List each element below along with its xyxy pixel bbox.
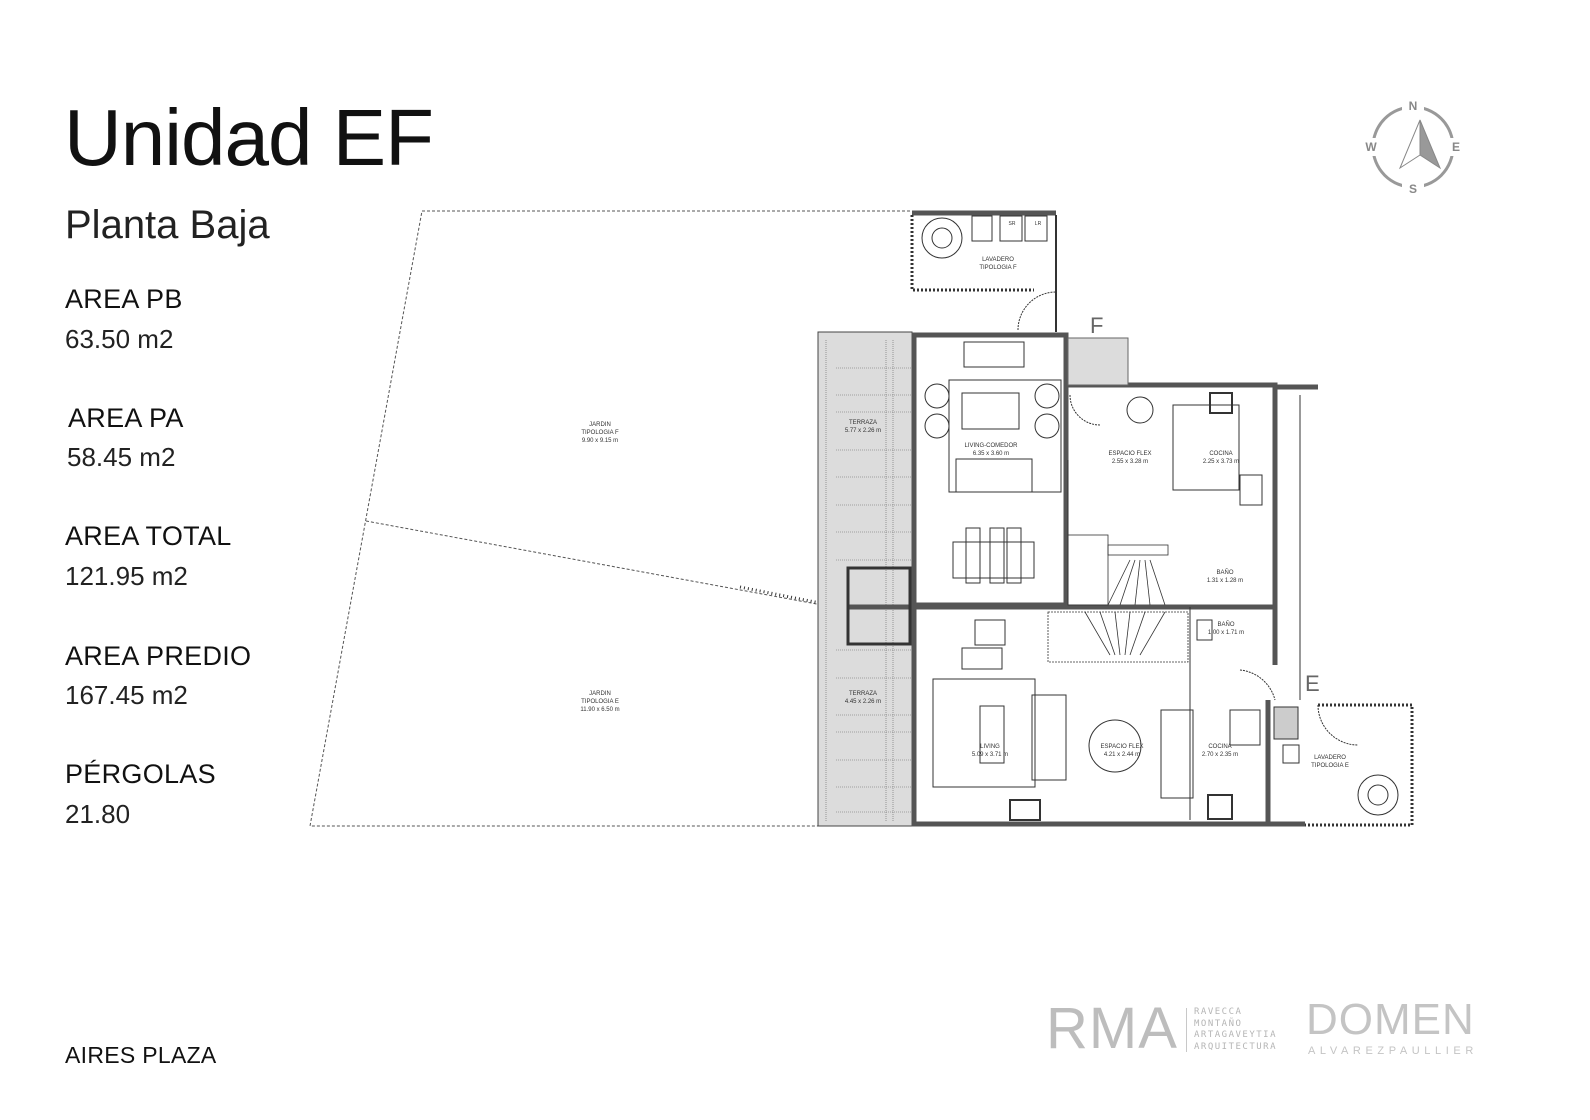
living-e-size: 5.09 x 3.71 m (972, 752, 1008, 758)
living-e-label: LIVING (980, 744, 1000, 750)
rma-subtitle: RAVECCA MONTAÑO ARTAGAVEYTIA ARQUITECTUR… (1194, 1007, 1277, 1053)
pergolas-value: 21.80 (65, 799, 131, 829)
area-total-value: 121.95 m2 (65, 561, 188, 591)
cocina-e-size: 2.70 x 2.35 m (1202, 752, 1238, 758)
page-subtitle: Planta Baja (65, 203, 270, 247)
terraza-e-label: TERRAZA (849, 691, 877, 697)
espacio-flex-f-size: 2.55 x 3.28 m (1112, 459, 1148, 465)
domen-subtitle: ALVAREZPAULLIER (1308, 1045, 1478, 1057)
building-walls (848, 210, 1318, 827)
jardin-e-size: 11.90 x 6.50 m (580, 707, 619, 713)
project-name: AIRES PLAZA (65, 1042, 217, 1068)
terraza-f-size: 5.77 x 2.26 m (845, 428, 881, 434)
area-pb-value: 63.50 m2 (65, 324, 174, 354)
lavadero-e-label: LAVADERO (1314, 755, 1346, 761)
rma-line: ARQUITECTURA (1194, 1041, 1278, 1052)
cocina-f-size: 2.25 x 3.73 m (1203, 459, 1239, 465)
area-pb-label: AREA PB (65, 284, 183, 314)
jardin-f-size: 9.90 x 9.15 m (582, 438, 618, 444)
cocina-e-label: COCINA (1208, 744, 1231, 750)
lr-label: LR (1035, 221, 1042, 227)
garden-outline (309, 210, 910, 827)
rma-line: RAVECCA (1194, 1007, 1243, 1017)
unit-e-marker: E (1305, 671, 1320, 696)
lavadero-e (1273, 703, 1414, 827)
terrace-strip (817, 331, 913, 827)
espacio-flex-e-label: ESPACIO FLEX (1101, 744, 1144, 750)
compass-n: N (1409, 99, 1418, 113)
living-comedor-label: LIVING-COMEDOR (964, 443, 1018, 449)
jardin-f-type: TIPOLOGIA F (581, 430, 619, 436)
rma-divider (1186, 1008, 1187, 1052)
sr-label: SR (1009, 221, 1016, 227)
unit-f-marker: F (1090, 313, 1104, 338)
compass-s: S (1409, 182, 1417, 196)
compass-w: W (1365, 140, 1377, 154)
bano-e-label: BAÑO (1217, 621, 1234, 628)
rma-line: ARTAGAVEYTIA (1194, 1030, 1278, 1040)
compass-e: E (1452, 140, 1460, 154)
rma-logo: RMA (1046, 996, 1178, 1061)
jardin-e-label: JARDIN (589, 691, 611, 697)
domen-logo: DOMEN (1306, 995, 1475, 1044)
lavadero-f (910, 215, 1057, 332)
area-total-label: AREA TOTAL (65, 521, 232, 551)
rma-line: MONTAÑO (1194, 1018, 1243, 1029)
jardin-f-label: JARDIN (589, 422, 611, 428)
pergolas-label: PÉRGOLAS (65, 759, 216, 789)
bano-f-label: BAÑO (1216, 569, 1233, 576)
terraza-e-size: 4.45 x 2.26 m (845, 699, 881, 705)
espacio-flex-e-size: 4.21 x 2.44 m (1104, 752, 1140, 758)
lavadero-f-type: TIPOLOGIA F (979, 265, 1017, 271)
chain-fence (739, 585, 821, 605)
bano-f-size: 1.31 x 1.28 m (1207, 578, 1243, 584)
interior-lines (846, 291, 1359, 821)
page-title: Unidad EF (64, 93, 434, 182)
area-pa-value: 58.45 m2 (67, 442, 176, 472)
living-comedor-size: 6.35 x 3.60 m (973, 451, 1009, 457)
cocina-f-label: COCINA (1209, 451, 1232, 457)
area-pa-label: AREA PA (68, 403, 184, 433)
jardin-e-type: TIPOLOGIA E (581, 699, 619, 705)
area-predio-value: 167.45 m2 (65, 680, 188, 710)
area-predio-label: AREA PREDIO (65, 641, 252, 671)
compass-icon: N S E W (1364, 99, 1460, 196)
espacio-flex-f-label: ESPACIO FLEX (1109, 451, 1152, 457)
lavadero-f-label: LAVADERO (982, 257, 1014, 263)
lavadero-e-type: TIPOLOGIA E (1311, 763, 1349, 769)
bano-e-size: 1.00 x 1.71 m (1208, 630, 1244, 636)
terraza-f-label: TERRAZA (849, 420, 877, 426)
